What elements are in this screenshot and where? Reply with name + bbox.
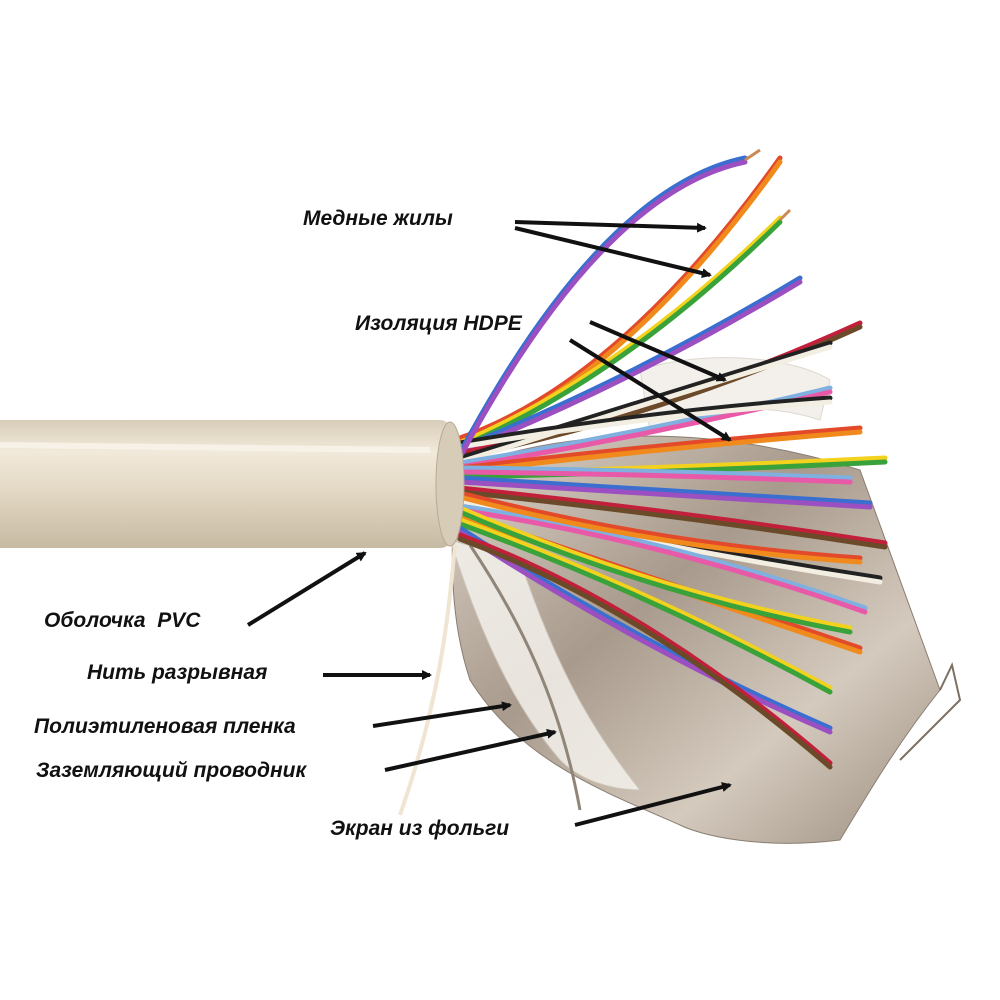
wire-strand bbox=[457, 494, 863, 565]
label-polyethylene-film: Полиэтиленовая пленка bbox=[34, 715, 296, 738]
wire-strand bbox=[457, 521, 833, 695]
wire-strand bbox=[457, 395, 833, 446]
drain-wire bbox=[468, 544, 582, 811]
wire-strand bbox=[457, 340, 833, 461]
pvc-sheath bbox=[0, 420, 462, 548]
foil-edge bbox=[899, 661, 962, 761]
wire-strand bbox=[457, 429, 863, 475]
copper-tip bbox=[744, 148, 761, 162]
annotation-arrows bbox=[246, 220, 732, 827]
wire-strand bbox=[457, 219, 783, 450]
sheath-end bbox=[435, 421, 465, 547]
arrow-drain bbox=[384, 728, 557, 772]
arrow-foil bbox=[574, 782, 732, 827]
wire-strand bbox=[457, 490, 863, 561]
arrow-copper-2 bbox=[514, 226, 712, 278]
wire-strand bbox=[457, 275, 803, 451]
wire-strand bbox=[457, 532, 833, 766]
ripcord-thread bbox=[398, 544, 457, 816]
wire-strand bbox=[457, 215, 783, 446]
wire-strand bbox=[457, 155, 783, 441]
wire-strand bbox=[457, 517, 833, 691]
wire-strand bbox=[457, 465, 853, 481]
arrow-insulation-2 bbox=[568, 338, 732, 442]
label-ripcord: Нить разрывная bbox=[87, 661, 268, 684]
label-pvc-sheath: Оболочка PVC bbox=[44, 609, 201, 632]
arrow-sheath bbox=[246, 551, 367, 627]
wire-strand bbox=[457, 479, 873, 510]
wire-strand bbox=[457, 485, 888, 546]
wire-strand bbox=[457, 475, 873, 506]
arrow-film bbox=[372, 701, 512, 728]
wire-strand bbox=[457, 507, 868, 615]
label-hdpe-insulation: Изоляция HDPE bbox=[355, 312, 522, 335]
wire-strand bbox=[457, 425, 863, 471]
sheath-highlight bbox=[0, 442, 431, 453]
wire-strand bbox=[457, 399, 833, 450]
wire-strand bbox=[457, 509, 853, 635]
wire-strand bbox=[457, 505, 853, 631]
wire-strand bbox=[457, 536, 833, 770]
arrow-insulation-1 bbox=[589, 320, 727, 382]
wire-strand bbox=[457, 469, 853, 485]
wire-strand bbox=[457, 529, 833, 735]
wire-strand bbox=[457, 503, 868, 611]
polyethylene-film bbox=[449, 539, 642, 791]
label-foil-screen: Экран из фольги bbox=[330, 817, 510, 840]
wire-strand bbox=[457, 344, 833, 465]
label-copper-conductors: Медные жилы bbox=[303, 207, 453, 230]
label-drain-wire: Заземляющий проводник bbox=[36, 759, 307, 782]
arrow-copper-1 bbox=[514, 220, 707, 233]
copper-tip bbox=[778, 208, 792, 222]
wire-strand bbox=[457, 489, 888, 550]
